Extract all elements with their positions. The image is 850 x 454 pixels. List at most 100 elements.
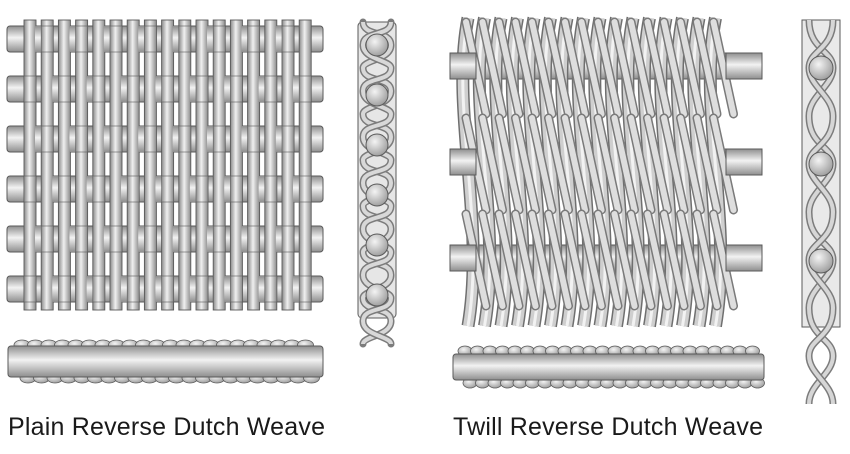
warp-wire (229, 19, 243, 311)
shute-segment (155, 76, 163, 102)
warp-crossing (75, 125, 88, 153)
twill-strand (529, 115, 555, 213)
rod-cross-section (365, 233, 389, 257)
warp-wire-highlight (675, 17, 690, 327)
warp-crossing (230, 275, 243, 303)
warp-crossing (75, 225, 88, 253)
twill-strand (628, 211, 654, 309)
shute-segment (121, 176, 129, 202)
warp-wire-highlight (626, 17, 640, 327)
warp-wire-highlight (494, 17, 508, 327)
twill-strand (545, 19, 572, 117)
shute-segment (69, 226, 77, 252)
warp-crossing (144, 25, 157, 53)
twist-strand (806, 19, 836, 405)
warp-wire-highlight (609, 17, 624, 327)
warp-wire (75, 19, 89, 311)
warp-wire-highlight (659, 17, 673, 327)
twill-strand (529, 211, 555, 309)
twill-strand (578, 211, 605, 309)
warp-crossing (92, 75, 106, 103)
shute-segment (172, 126, 180, 152)
warp-wire-highlight (642, 17, 657, 327)
warp-wire (40, 19, 54, 311)
warp-wire (143, 19, 157, 311)
twill-strand (578, 19, 605, 117)
shute-segment (172, 226, 180, 252)
twill-strand (479, 211, 506, 309)
shute-segment (241, 26, 249, 52)
twill-strand (628, 115, 654, 213)
warp-crossing (195, 75, 209, 103)
shute-segment (293, 276, 301, 302)
twill-strand (710, 115, 737, 213)
shute-segment (52, 276, 60, 302)
shute-segment (155, 176, 163, 202)
twill-strand (545, 211, 572, 309)
twill-strand (562, 115, 588, 213)
twill-strand (611, 211, 638, 309)
warp-crossing (109, 25, 123, 53)
twist-strand (806, 19, 836, 405)
warp-wire-highlight (543, 17, 558, 327)
shute-segment (35, 226, 43, 252)
warp-wire (281, 19, 295, 311)
shute-segment (189, 76, 197, 102)
twill-strand (661, 19, 687, 117)
warp-crossing (281, 25, 295, 53)
warp-crossing (144, 125, 157, 153)
plain-weave-side-view (357, 18, 397, 348)
twill-strand (661, 115, 687, 213)
warp-crossing (126, 275, 140, 303)
shute-segment (103, 226, 111, 252)
shute-segment (86, 76, 94, 102)
warp-crossing (75, 25, 88, 53)
warp-wire-highlight (708, 17, 723, 327)
rod-cross-section (365, 83, 389, 107)
twill-strand (595, 211, 621, 309)
rod-end (449, 52, 477, 80)
plain-weave-top-view (6, 19, 324, 311)
warp-wire (109, 19, 123, 311)
shute-segment (293, 76, 301, 102)
shute-segment (241, 126, 249, 152)
shute-segment (241, 226, 249, 252)
rod-end (725, 52, 763, 80)
warp-crossing (212, 225, 226, 253)
twill-strand (529, 19, 555, 117)
warp-crossing (264, 275, 278, 303)
shute-segment (275, 26, 283, 52)
warp-crossing (58, 175, 71, 203)
twill-strand (677, 211, 704, 309)
shute-segment (258, 176, 266, 202)
warp-crossing (264, 175, 278, 203)
warp-wire (247, 19, 261, 311)
shute-segment (293, 176, 301, 202)
warp-crossing (178, 25, 192, 53)
warp-wire (212, 19, 226, 311)
warp-crossing (178, 125, 192, 153)
twill-strand (644, 211, 671, 309)
rod-cross-section (808, 248, 834, 274)
warp-crossing (195, 275, 209, 303)
warp-crossing (212, 25, 226, 53)
warp-crossing (298, 175, 312, 203)
warp-wire (195, 19, 209, 311)
warp-wire (92, 19, 106, 311)
warp-crossing (23, 75, 37, 103)
warp-crossing (126, 175, 140, 203)
shute-segment (275, 226, 283, 252)
twill-weave-side-view (801, 19, 841, 405)
warp-crossing (23, 275, 37, 303)
shute-segment (258, 76, 266, 102)
warp-crossing (40, 25, 54, 53)
plain-weave-caption: Plain Reverse Dutch Weave (8, 413, 326, 441)
warp-crossing (109, 125, 123, 153)
warp-crossing (161, 75, 174, 103)
warp-crossing (161, 175, 174, 203)
rod-cross-section (808, 151, 834, 177)
twill-strand (496, 211, 522, 309)
warp-wire (264, 19, 278, 311)
warp-crossing (58, 275, 71, 303)
warp-crossing (92, 275, 106, 303)
